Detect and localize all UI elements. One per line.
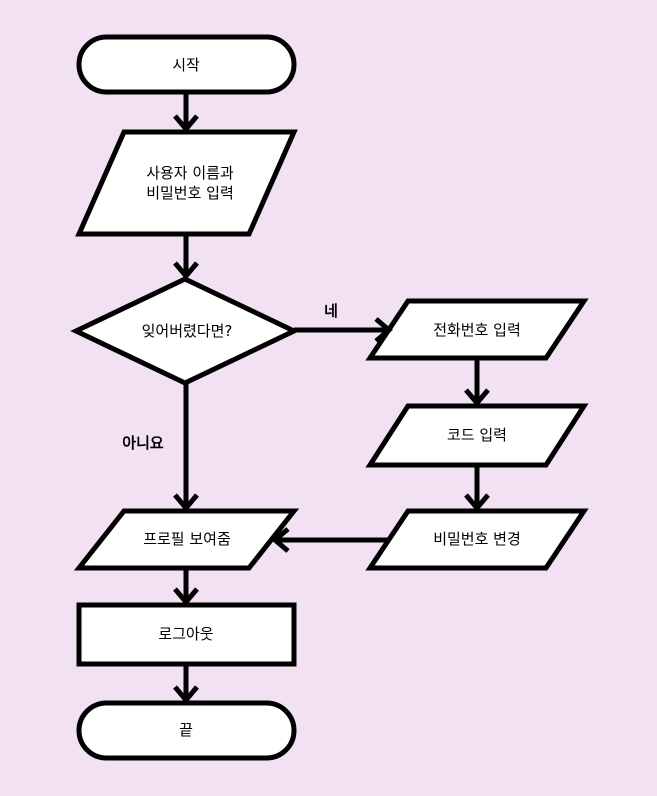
credentials-input-parallelogram [75,129,298,237]
arrowhead-profile-from-right [271,527,290,553]
arrowhead-profile-from-decision [173,493,199,512]
credentials-label-line2: 비밀번호 입력 [146,184,234,202]
end-label: 끝 [179,721,193,739]
arrowhead-decision [173,261,199,280]
code-input-parallelogram [365,403,589,468]
change-password-parallelogram [365,508,589,571]
forgot-decision-label: 잊어버렸다면? [141,322,233,340]
start-terminator [76,34,297,95]
start-label: 시작 [172,56,200,74]
show-profile-parallelogram [73,508,300,571]
phone-input-label: 전화번호 입력 [433,321,521,339]
phone-input-parallelogram [365,298,589,361]
arrowhead-logout [173,587,199,606]
credentials-label: 사용자 이름과 비밀번호 입력 [146,163,234,203]
no-edge-label: 아니요 [122,434,164,452]
arrowhead-credentials [173,114,199,133]
credentials-label-line1: 사용자 이름과 [146,164,234,182]
arrowhead-phone [374,317,393,343]
arrowhead-code [464,388,490,407]
yes-edge-label: 네 [324,302,338,320]
show-profile-label: 프로필 보여줌 [143,530,231,548]
arrowhead-change-password [464,493,490,512]
arrowhead-end [173,685,199,704]
logout-label: 로그아웃 [158,625,214,643]
code-input-label: 코드 입력 [447,426,507,444]
change-password-label: 비밀번호 변경 [433,530,521,548]
